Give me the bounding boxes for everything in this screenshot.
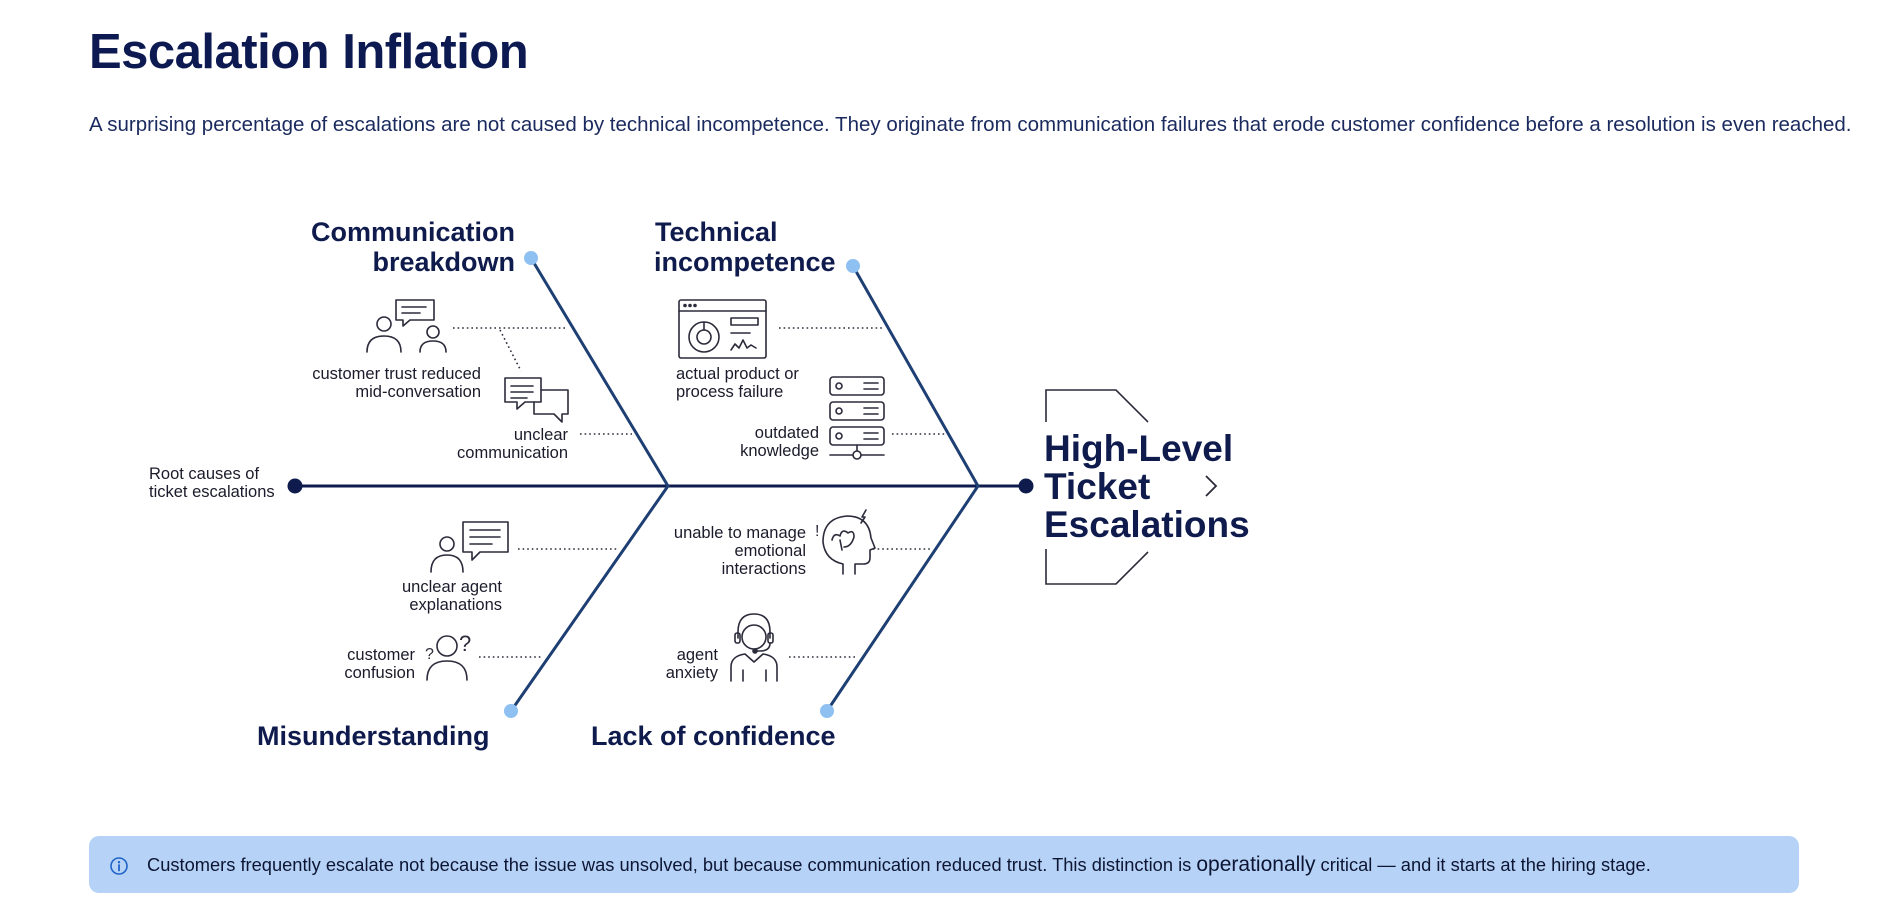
category-technical-line1: Technical bbox=[655, 217, 778, 247]
item-outdated-line2: knowledge bbox=[740, 442, 819, 460]
info-callout: Customers frequently escalate not becaus… bbox=[89, 836, 1799, 893]
callout-text-after: critical — and it starts at the hiring s… bbox=[1315, 853, 1651, 875]
headset-agent-icon bbox=[730, 613, 778, 682]
item-explanations-line1: unclear agent bbox=[402, 578, 502, 596]
page-subtitle: A surprising percentage of escalations a… bbox=[89, 113, 1852, 136]
callout-text: Customers frequently escalate not becaus… bbox=[147, 853, 1651, 877]
agent-speech-icon bbox=[430, 521, 509, 573]
confused-person-icon: ? ? bbox=[425, 631, 471, 681]
server-stack-icon bbox=[829, 376, 885, 460]
head-label-line1: High-Level bbox=[1044, 428, 1233, 469]
item-trust-line2: mid-conversation bbox=[355, 383, 481, 401]
item-trust-line1: customer trust reduced bbox=[312, 365, 481, 383]
category-technical-line2: incompetence bbox=[654, 247, 836, 277]
info-icon bbox=[109, 856, 131, 878]
category-communication-line2: breakdown bbox=[372, 247, 515, 277]
endpoint-communication bbox=[524, 251, 538, 265]
item-explanations-line2: explanations bbox=[409, 596, 502, 614]
endpoint-technical bbox=[846, 259, 860, 273]
item-outdated-line1: outdated bbox=[755, 424, 819, 442]
people-chat-icon bbox=[366, 299, 447, 353]
tail-label-line2: ticket escalations bbox=[149, 483, 275, 501]
svg-text:?: ? bbox=[459, 631, 471, 656]
item-emotional-line3: interactions bbox=[722, 560, 806, 578]
category-communication-line1: Communication bbox=[311, 217, 515, 247]
svg-text:?: ? bbox=[425, 646, 434, 663]
bone-technical bbox=[851, 264, 980, 488]
item-confusion-line2: confusion bbox=[344, 664, 415, 682]
dashboard-window-icon bbox=[678, 299, 767, 359]
endpoint-misunderstanding bbox=[504, 704, 518, 718]
page-title: Escalation Inflation bbox=[89, 25, 529, 79]
callout-text-emphasis: operationally bbox=[1196, 852, 1316, 876]
head-label-line2: Ticket bbox=[1044, 466, 1150, 507]
endpoint-confidence bbox=[820, 704, 834, 718]
item-failure-line2: process failure bbox=[676, 383, 783, 401]
item-unclear-line2: communication bbox=[457, 444, 568, 462]
item-anxiety-line2: anxiety bbox=[666, 664, 719, 682]
head-dot bbox=[1018, 478, 1034, 494]
bone-communication bbox=[529, 256, 670, 488]
item-unclear-line1: unclear bbox=[514, 426, 569, 444]
item-anxiety-line1: agent bbox=[677, 646, 719, 664]
bone-misunderstanding bbox=[509, 484, 670, 713]
svg-text:!: ! bbox=[815, 523, 819, 540]
item-emotional-line1: unable to manage bbox=[674, 524, 806, 542]
chat-bubbles-icon bbox=[504, 377, 569, 423]
item-failure-line1: actual product or bbox=[676, 365, 799, 383]
tail-label-line1: Root causes of bbox=[149, 465, 259, 483]
item-confusion-line1: customer bbox=[347, 646, 415, 664]
stressed-head-icon: ! bbox=[815, 509, 876, 575]
bone-confidence bbox=[825, 484, 980, 713]
leader-trust-to-unclear bbox=[499, 329, 522, 372]
item-emotional-line2: emotional bbox=[734, 542, 806, 560]
fish-head-frame bbox=[1045, 389, 1218, 585]
tail-dot bbox=[287, 478, 303, 494]
callout-text-before: Customers frequently escalate not becaus… bbox=[147, 853, 1197, 875]
category-misunderstanding: Misunderstanding bbox=[257, 721, 490, 751]
head-label-line3: Escalations bbox=[1044, 504, 1250, 545]
category-confidence: Lack of confidence bbox=[591, 721, 836, 751]
